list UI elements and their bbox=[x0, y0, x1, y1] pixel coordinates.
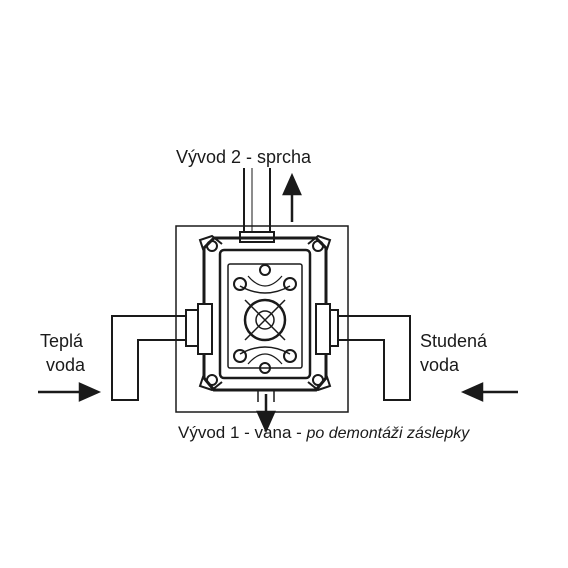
bath-outlet-label-note: po demontáži záslepky bbox=[306, 425, 470, 442]
bath-outlet-label-main: Vývod 1 - vana - bbox=[178, 423, 302, 442]
cold-water-label-line2: voda bbox=[420, 355, 460, 375]
mounting-lugs bbox=[198, 234, 332, 392]
cold-water-arrow bbox=[460, 382, 518, 402]
shower-outlet-pipe bbox=[239, 168, 275, 243]
bath-outlet-arrow bbox=[256, 394, 276, 434]
cold-water-pipe bbox=[323, 309, 411, 401]
bath-outlet-label: Vývod 1 - vana - po demontáži záslepky bbox=[178, 422, 469, 445]
warm-water-arrow bbox=[38, 382, 102, 402]
shower-outlet-label: Vývod 2 - sprcha bbox=[176, 147, 312, 167]
shower-outlet-arrow bbox=[282, 172, 302, 222]
mixer-body bbox=[197, 236, 331, 392]
warm-water-label-line2: voda bbox=[46, 355, 86, 375]
cold-water-label-line1: Studená bbox=[420, 331, 488, 351]
bath-outlet-stub bbox=[257, 390, 275, 402]
warm-water-label-line1: Teplá bbox=[40, 331, 84, 351]
warm-water-pipe bbox=[111, 309, 201, 401]
